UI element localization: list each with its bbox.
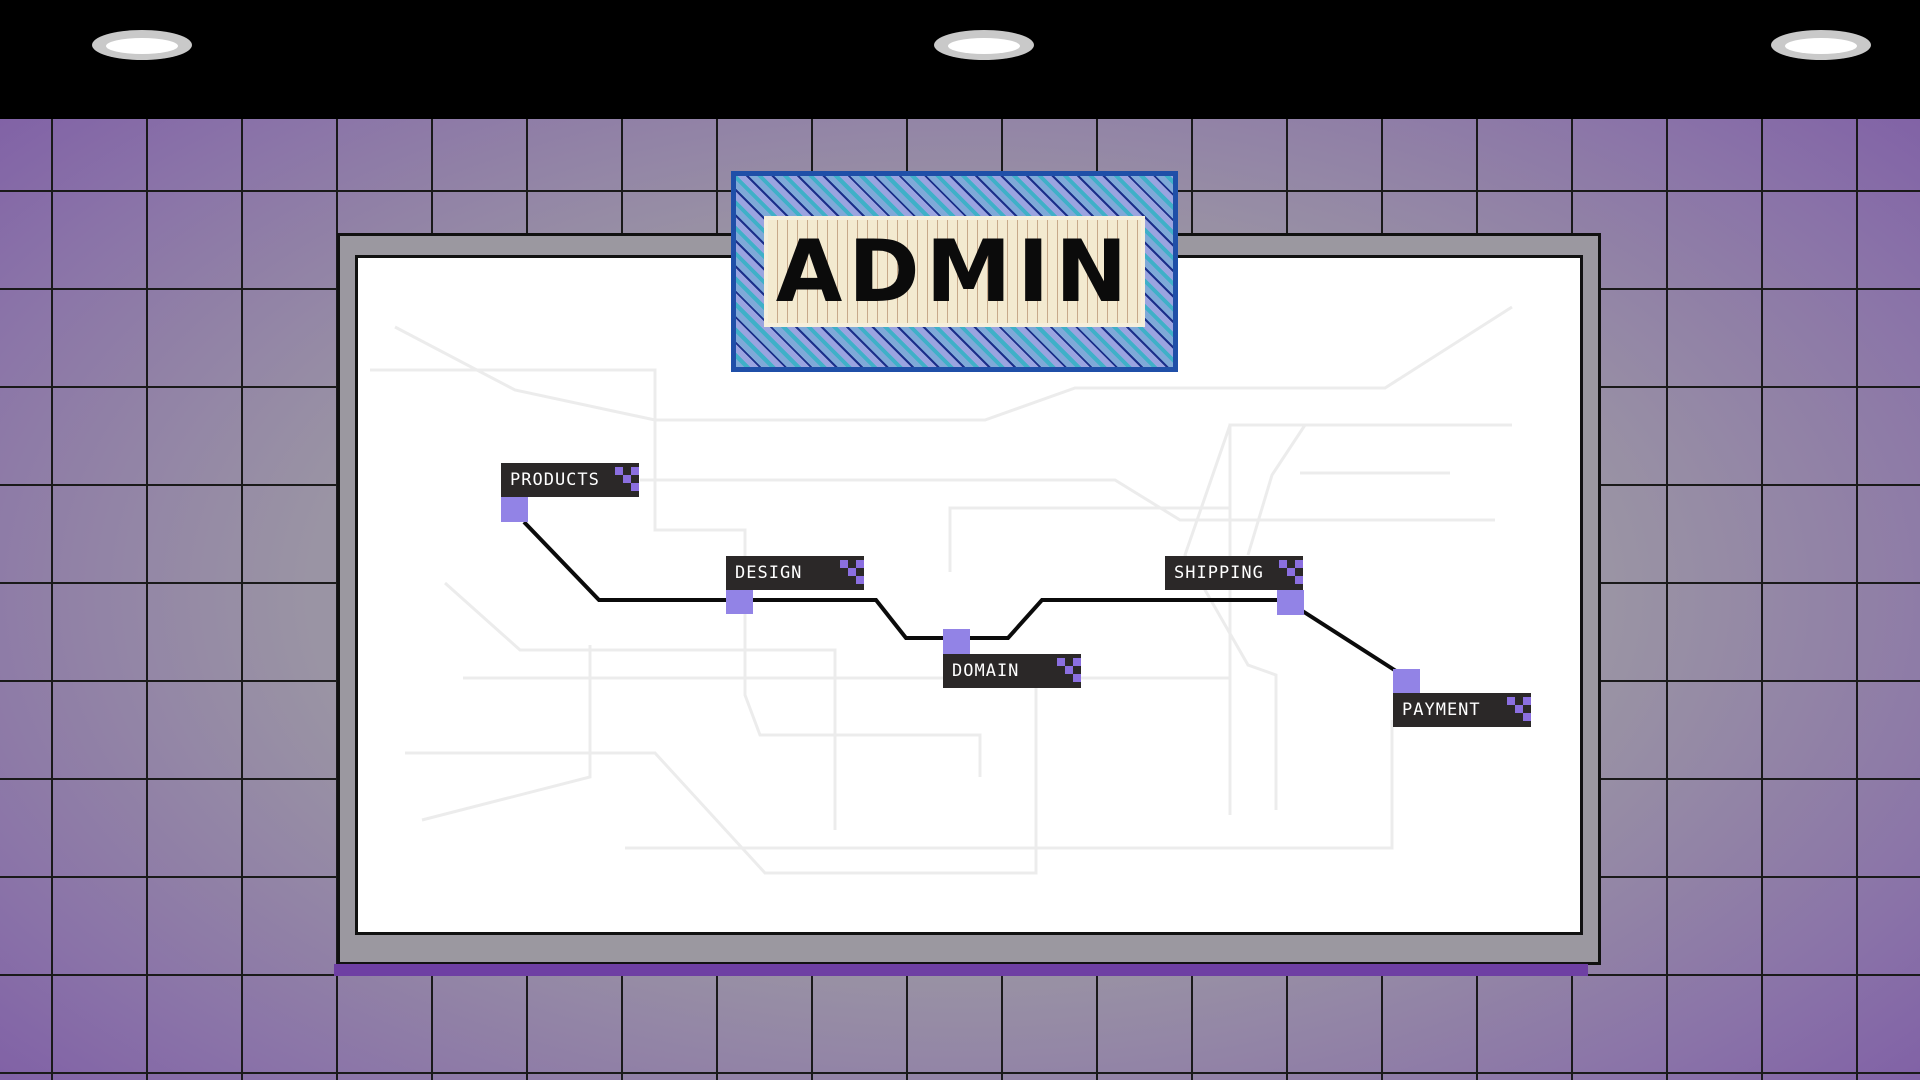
faint-line: [463, 676, 1232, 815]
station-domain[interactable]: DOMAIN: [943, 654, 1081, 688]
faint-line: [625, 720, 1394, 850]
ceiling-light-icon: [1771, 30, 1871, 60]
background-lines: [370, 305, 1513, 875]
station-stop-products[interactable]: [501, 497, 528, 522]
station-shipping[interactable]: SHIPPING: [1165, 556, 1303, 590]
faint-line: [640, 478, 1495, 522]
station-label: DESIGN: [735, 563, 803, 583]
sign-title: ADMIN: [775, 221, 1134, 322]
station-label: SHIPPING: [1174, 563, 1264, 583]
station-stop-shipping[interactable]: [1277, 590, 1304, 615]
station-products[interactable]: PRODUCTS: [501, 463, 639, 497]
station-label: PRODUCTS: [510, 470, 600, 490]
admin-sign: ADMIN: [731, 171, 1178, 372]
faint-line: [370, 368, 982, 777]
ceiling-light-icon: [92, 30, 192, 60]
faint-line: [421, 645, 592, 822]
station-stop-domain[interactable]: [943, 629, 970, 654]
faint-line: [948, 506, 1232, 815]
checker-icon: [840, 560, 864, 584]
station-label: DOMAIN: [952, 661, 1020, 681]
station-stop-design[interactable]: [726, 589, 753, 614]
faint-line: [394, 305, 1513, 422]
faint-line: [444, 581, 837, 830]
station-label: PAYMENT: [1402, 700, 1481, 720]
station-design[interactable]: DESIGN: [726, 556, 864, 590]
frame-trim: [334, 964, 1588, 976]
ceiling: [0, 0, 1920, 119]
ceiling-light-icon: [934, 30, 1034, 60]
faint-line: [1228, 423, 1512, 508]
faint-line: [405, 665, 1038, 875]
faint-line: [1183, 424, 1278, 810]
checker-icon: [1279, 560, 1303, 584]
checker-icon: [1057, 658, 1081, 682]
checker-icon: [1507, 697, 1531, 721]
checker-icon: [615, 467, 639, 491]
station-payment[interactable]: PAYMENT: [1393, 693, 1531, 727]
faint-line: [1246, 423, 1510, 556]
station-stop-payment[interactable]: [1393, 669, 1420, 694]
